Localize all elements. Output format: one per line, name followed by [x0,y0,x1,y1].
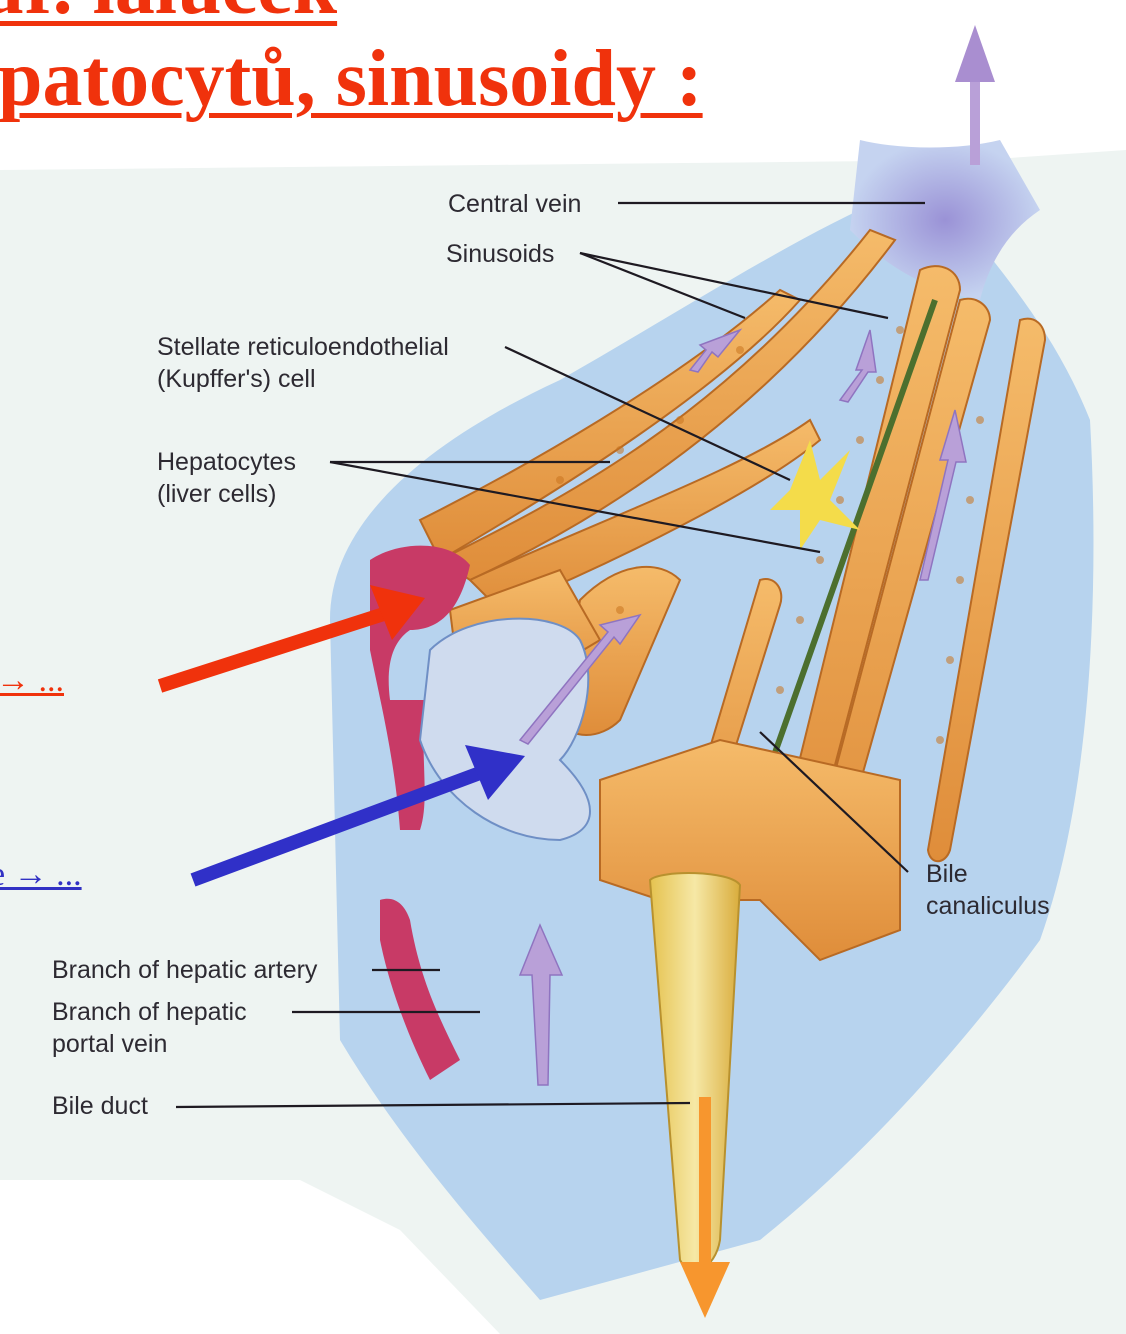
label-bile-canaliculus-line2: canaliculus [926,890,1050,922]
side-note-red[interactable]: → ... [0,662,64,700]
label-hepatic-artery: Branch of hepatic artery [52,954,317,986]
label-bile-canaliculus: Bile canaliculus [926,858,1050,922]
slide-title-line1: ur. lalůček [0,0,337,33]
label-portal-vein-line1: Branch of hepatic [52,996,247,1028]
label-hepatocytes: Hepatocytes (liver cells) [157,446,296,510]
label-central-vein: Central vein [448,188,581,220]
label-kupffer-line2: (Kupffer's) cell [157,363,449,395]
label-portal-vein: Branch of hepatic portal vein [52,996,247,1060]
label-portal-vein-line2: portal vein [52,1028,247,1060]
label-bile-duct: Bile duct [52,1090,148,1122]
label-hepatocytes-line2: (liver cells) [157,478,296,510]
label-kupffer-cell: Stellate reticuloendothelial (Kupffer's)… [157,331,449,395]
label-sinusoids: Sinusoids [446,238,554,270]
label-bile-canaliculus-line1: Bile [926,858,1050,890]
label-kupffer-line1: Stellate reticuloendothelial [157,331,449,363]
side-note-blue[interactable]: e → ... [0,856,82,894]
label-hepatocytes-line1: Hepatocytes [157,446,296,478]
slide-title-line2: patocytů, sinusoidy : [0,34,703,125]
